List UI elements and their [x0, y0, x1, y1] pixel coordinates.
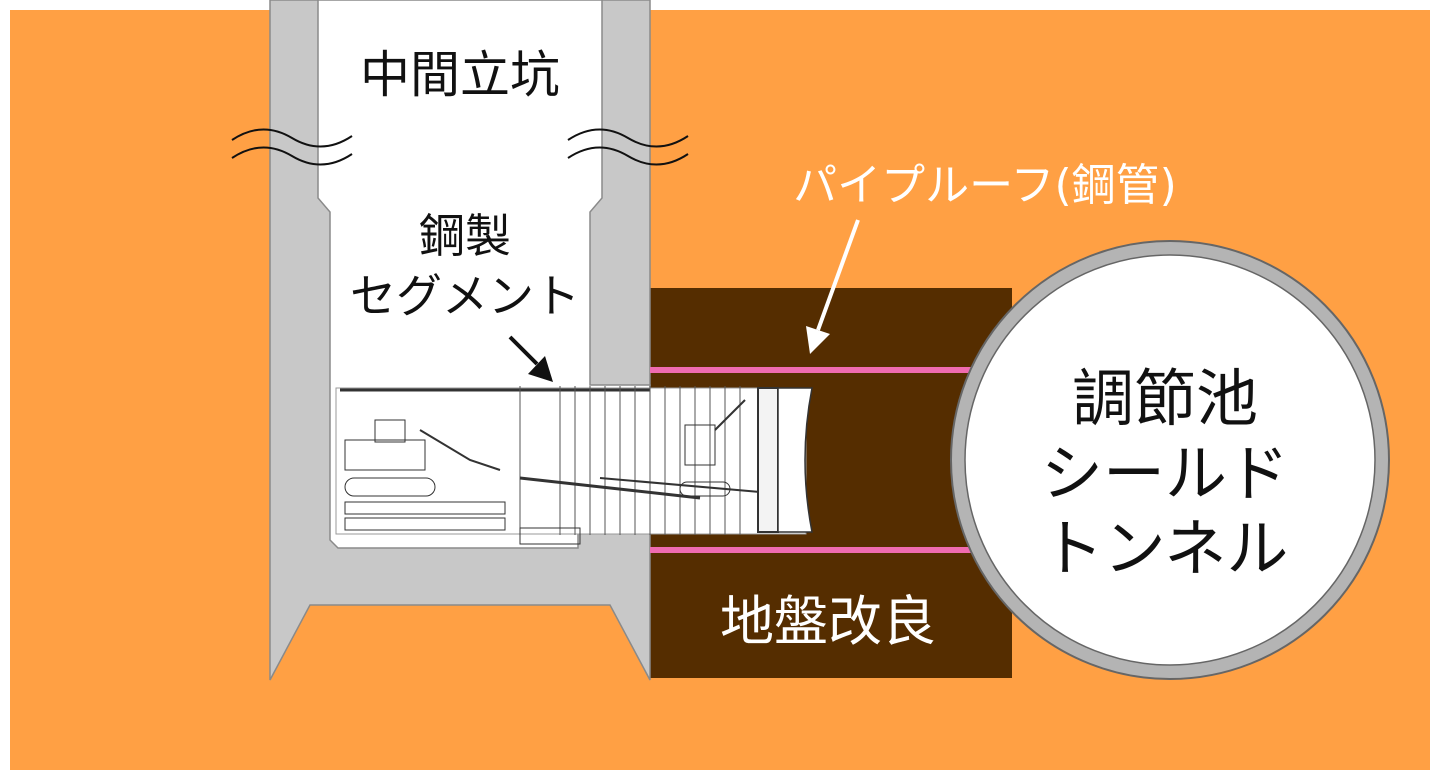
shield-tunnel-inner-outline — [964, 254, 1376, 666]
steel-segment-drawing — [335, 386, 813, 545]
tunnel-label-line1: 調節池 — [1072, 362, 1258, 435]
shield-tunnel-outline — [950, 240, 1390, 680]
segment-arrow — [508, 335, 553, 382]
segment-label-line1: 鋼製 — [419, 209, 511, 263]
pipe-roof-arrow — [806, 219, 860, 354]
break-line-left — [231, 128, 353, 166]
tunnel-label-line3: トンネル — [1042, 512, 1289, 585]
shaft-label: 中間立坑 — [360, 46, 560, 104]
segment-label-line2: セグメント — [350, 269, 580, 323]
break-line-right — [567, 128, 689, 166]
shield-tunnel-ring — [951, 241, 1389, 679]
pipe-roof-label: パイプルーフ(鋼管) — [793, 160, 1177, 211]
ground-improvement-label: 地盤改良 — [720, 590, 936, 653]
tunnel-label-line2: シールド — [1041, 437, 1289, 510]
